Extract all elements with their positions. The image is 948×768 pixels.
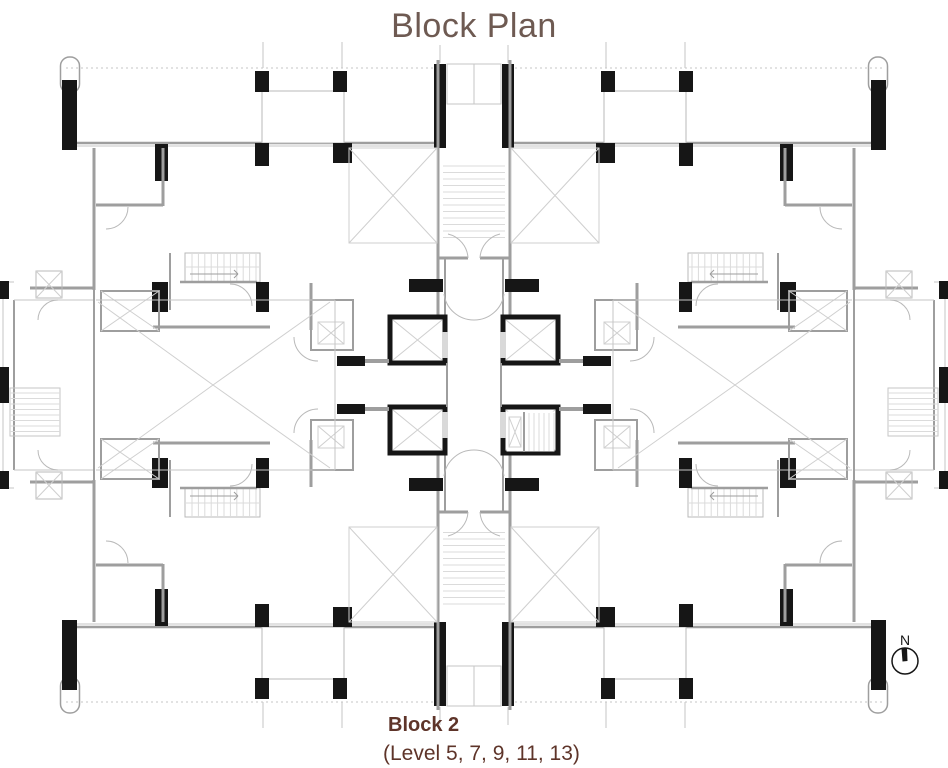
wing-hatch-left <box>9 387 61 437</box>
north-label: N <box>900 632 910 648</box>
plan-quadrant-top-right <box>474 42 948 385</box>
plan-quadrant-bottom-left <box>0 385 474 728</box>
block-label: Block 2 <box>388 714 459 736</box>
page-title: Block Plan <box>391 7 557 45</box>
wing-hatch-right <box>887 387 939 437</box>
levels-label: (Level 5, 7, 9, 11, 13) <box>383 742 580 765</box>
north-arrow: N <box>891 632 919 675</box>
compass-needle <box>901 647 908 662</box>
service-shaft-detail <box>506 411 555 452</box>
plan-quadrant-top-left <box>0 42 474 385</box>
